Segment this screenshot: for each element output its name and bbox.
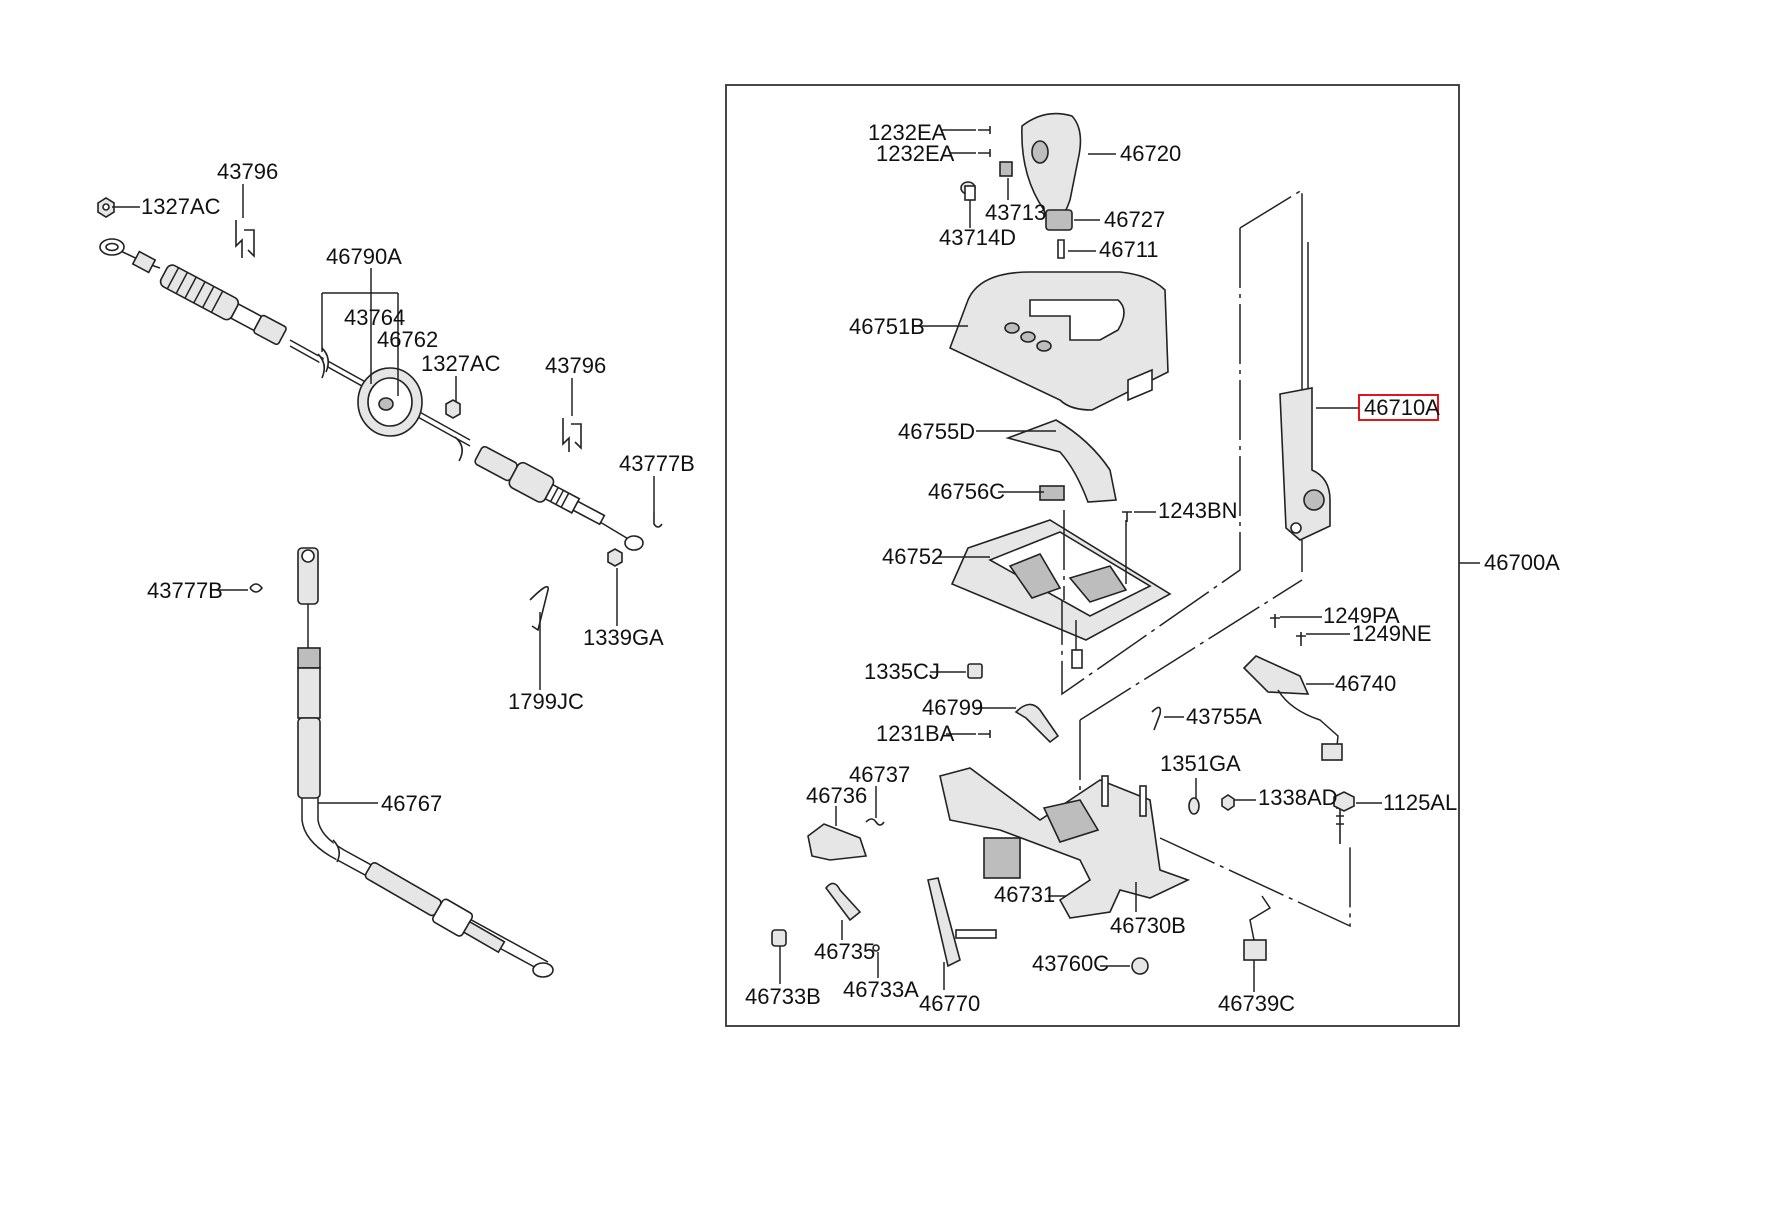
label-46739C: 46739C bbox=[1218, 991, 1295, 1016]
label-43796: 43796 bbox=[217, 159, 278, 184]
label-46711: 46711 bbox=[1099, 237, 1159, 262]
label-46730B: 46730B bbox=[1110, 913, 1186, 938]
label-1351GA: 1351GA bbox=[1160, 751, 1241, 776]
label-46737: 46737 bbox=[849, 762, 910, 787]
label-46762: 46762 bbox=[377, 327, 438, 352]
label-1231BA: 1231BA bbox=[876, 721, 955, 746]
label-43755A: 43755A bbox=[1186, 704, 1262, 729]
label-43713: 43713 bbox=[985, 200, 1046, 225]
label-1232EA: 1232EA bbox=[876, 141, 955, 166]
label-46755D: 46755D bbox=[898, 419, 975, 444]
label-43777B: 43777B bbox=[147, 578, 223, 603]
label-46799: 46799 bbox=[922, 695, 983, 720]
label-46770: 46770 bbox=[919, 991, 980, 1016]
label-1327AC: 1327AC bbox=[141, 194, 221, 219]
label-46710A: 46710A bbox=[1364, 395, 1440, 420]
label-46720: 46720 bbox=[1120, 141, 1181, 166]
label-1338AD: 1338AD bbox=[1258, 785, 1338, 810]
highlight-box-46710A bbox=[1358, 394, 1439, 421]
label-1125AL: 1125AL bbox=[1383, 790, 1457, 815]
label-46731: 46731 bbox=[994, 882, 1055, 907]
label-1327AC: 1327AC bbox=[421, 351, 501, 376]
label-43764: 43764 bbox=[344, 305, 405, 330]
label-46727: 46727 bbox=[1104, 207, 1165, 232]
label-43796: 43796 bbox=[545, 353, 606, 378]
label-46735: 46735 bbox=[814, 939, 875, 964]
label-46756C: 46756C bbox=[928, 479, 1005, 504]
label-1339GA: 1339GA bbox=[583, 625, 664, 650]
label-46733A: 46733A bbox=[843, 977, 919, 1002]
label-46736: 46736 bbox=[806, 783, 867, 808]
label-46733B: 46733B bbox=[745, 984, 821, 1009]
label-1232EA: 1232EA bbox=[868, 120, 947, 145]
label-43760C: 43760C bbox=[1032, 951, 1109, 976]
label-46740: 46740 bbox=[1335, 671, 1396, 696]
label-46751B: 46751B bbox=[849, 314, 925, 339]
label-46790A: 46790A bbox=[326, 244, 402, 269]
label-43777B: 43777B bbox=[619, 451, 695, 476]
shift-lever-assembly bbox=[771, 112, 1355, 975]
shift-cable-assembly bbox=[97, 197, 663, 978]
leader-lines bbox=[112, 129, 1480, 992]
label-1249PA: 1249PA bbox=[1323, 603, 1400, 628]
part-labels: 1327AC 43796 46790A 43764 46762 1327AC 4… bbox=[141, 120, 1560, 1016]
label-46767: 46767 bbox=[381, 791, 442, 816]
label-46700A: 46700A bbox=[1484, 550, 1560, 575]
label-1335CJ: 1335CJ bbox=[864, 659, 940, 684]
assembly-frame-46700A bbox=[725, 84, 1460, 1027]
label-1243BN: 1243BN bbox=[1158, 498, 1238, 523]
label-46752: 46752 bbox=[882, 544, 943, 569]
label-1249NE: 1249NE bbox=[1352, 621, 1432, 646]
label-1799JC: 1799JC bbox=[508, 689, 584, 714]
label-43714D: 43714D bbox=[939, 225, 1016, 250]
